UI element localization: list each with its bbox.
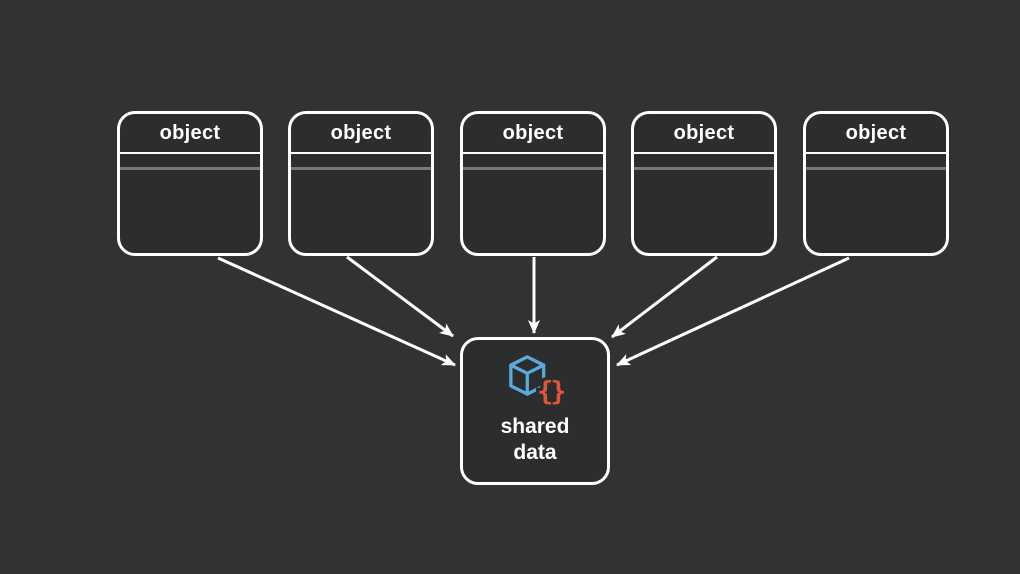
box-divider-primary — [634, 152, 774, 154]
box-divider-secondary — [806, 167, 946, 170]
box-divider-secondary — [291, 167, 431, 170]
object-box-2: object — [288, 111, 434, 256]
object-box-body — [463, 170, 603, 253]
shared-data-cube-icon: {} — [509, 355, 564, 410]
object-box-title: object — [159, 121, 221, 144]
object-box-body — [806, 170, 946, 253]
box-divider-primary — [463, 152, 603, 154]
object-box-title: object — [673, 121, 735, 144]
object-box-1: object — [117, 111, 263, 256]
arrow-object-box-4-to-shared-data-box — [611, 255, 718, 339]
box-divider-primary — [120, 152, 260, 154]
shared-data-label: shared data — [501, 414, 570, 466]
box-divider-secondary — [634, 167, 774, 170]
box-divider-spacer — [120, 154, 260, 167]
shared-data-box: {} shared data — [460, 337, 610, 485]
object-box-title: object — [502, 121, 564, 144]
shared-data-label-line2: data — [513, 441, 557, 464]
shared-data-label-line1: shared — [500, 415, 570, 438]
object-box-title: object — [845, 121, 907, 144]
object-box-body — [120, 170, 260, 253]
box-divider-secondary — [463, 167, 603, 170]
box-divider-spacer — [463, 154, 603, 167]
cube-icon — [509, 355, 546, 396]
arrow-object-box-5-to-shared-data-box — [616, 256, 850, 367]
object-box-title: object — [330, 121, 392, 144]
box-divider-secondary — [120, 167, 260, 170]
object-box-body — [634, 170, 774, 253]
object-box-body — [291, 170, 431, 253]
box-divider-spacer — [634, 154, 774, 167]
arrow-object-box-2-to-shared-data-box — [346, 255, 454, 338]
box-divider-primary — [806, 152, 946, 154]
box-divider-spacer — [291, 154, 431, 167]
arrow-object-box-1-to-shared-data-box — [217, 256, 456, 367]
object-box-4: object — [631, 111, 777, 256]
braces-icon: {} — [537, 376, 564, 407]
object-box-5: object — [803, 111, 949, 256]
box-divider-primary — [291, 152, 431, 154]
box-divider-spacer — [806, 154, 946, 167]
object-box-3: object — [460, 111, 606, 256]
